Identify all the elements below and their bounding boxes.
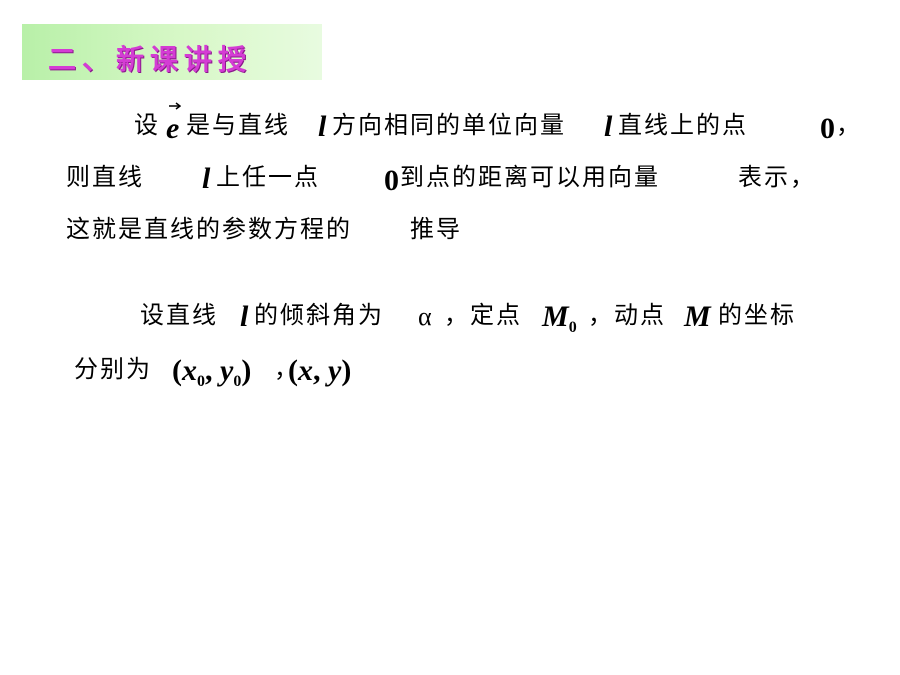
title-bar (22, 24, 322, 80)
text-line1-e: ， (836, 111, 862, 139)
math-alpha: α (418, 302, 432, 331)
math-l: l (318, 110, 327, 143)
text-she: 设 (134, 111, 160, 139)
text-line2-d: 表示， (738, 163, 816, 191)
text-p2-d: ，动点 (588, 301, 666, 329)
math-point-0: (x0, y0) (172, 354, 252, 391)
text-line1-d: 直线上的点 (618, 111, 748, 139)
text-line1-c: 方向相同的单位向量 (332, 111, 566, 139)
text-p2-e: 的坐标 (718, 301, 796, 329)
section-title: 二、新课讲授 (48, 43, 253, 76)
text-p2-a: 设直线 (140, 301, 218, 329)
text-line2-a: 则直线 (66, 163, 144, 191)
math-l: l (202, 162, 211, 195)
text-line3-b: 推导 (410, 215, 462, 243)
math-point: (x, y) (288, 354, 352, 387)
text-comma: ， (274, 355, 300, 383)
math-M0: M0 (542, 300, 577, 337)
text-p2-b: 的倾斜角为 (254, 301, 384, 329)
math-l: l (604, 110, 613, 143)
text-line2-c: 到点的距离可以用向量 (400, 163, 660, 191)
text-line3-a: 这就是直线的参数方程的 (66, 215, 352, 243)
text-p2-c: ，定点 (444, 301, 522, 329)
math-l: l (240, 300, 249, 333)
text-line1-b: 是与直线 (186, 111, 290, 139)
math-zero: 0 (820, 112, 835, 145)
math-M: M (684, 300, 711, 333)
math-zero: 0 (384, 164, 399, 197)
vector-arrow-icon (169, 102, 181, 110)
text-p2-f: 分别为 (74, 355, 152, 383)
math-e: e (166, 112, 180, 145)
text-line2-b: 上任一点 (216, 163, 320, 191)
